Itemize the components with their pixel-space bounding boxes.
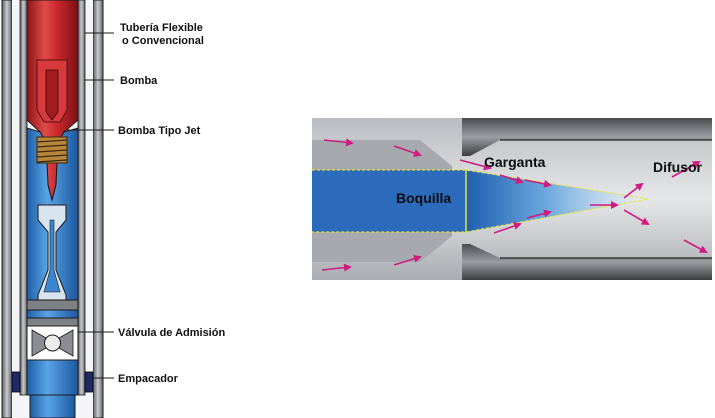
flow-arrow bbox=[526, 209, 552, 219]
well-cross-section: Tubería Flexible o Convencional Bomba Bo… bbox=[1, 0, 225, 418]
throat-wall-bottom bbox=[462, 244, 712, 280]
flow-arrow bbox=[393, 254, 422, 266]
flow-arrow bbox=[493, 222, 522, 234]
flow-arrow bbox=[323, 138, 354, 147]
label-nozzle: Boquilla bbox=[396, 190, 451, 206]
flow-arrow bbox=[321, 263, 352, 272]
flow-arrow bbox=[393, 145, 422, 157]
jet-cone-outline bbox=[312, 169, 649, 233]
flow-arrows bbox=[321, 138, 708, 272]
packer bbox=[11, 359, 94, 396]
flow-arrow bbox=[623, 209, 650, 226]
pump-core bbox=[45, 69, 59, 121]
outer-casing-right bbox=[92, 0, 104, 418]
label-diffuser: Difusor bbox=[653, 159, 703, 175]
nozzle-body bbox=[312, 170, 466, 232]
nozzle-detail: Garganta Difusor Boquilla bbox=[312, 118, 712, 280]
label-pump: Bomba bbox=[120, 75, 158, 87]
label-throat: Garganta bbox=[484, 154, 546, 170]
leader-lines bbox=[67, 32, 114, 379]
label-tubing-line2: o Convencional bbox=[122, 35, 204, 47]
inner-tubing-wall-left bbox=[19, 0, 28, 396]
flow-arrow bbox=[623, 182, 644, 199]
housing-ring-lower bbox=[26, 317, 79, 327]
valve-ball bbox=[44, 334, 61, 352]
flow-arrow bbox=[671, 161, 701, 178]
outer-casing-left bbox=[1, 0, 13, 418]
tail-pipe bbox=[29, 394, 76, 418]
inner-tubing-wall-right bbox=[77, 0, 86, 396]
nozzle-spring bbox=[36, 136, 68, 164]
jet-cone bbox=[466, 170, 648, 232]
throat-wall-top bbox=[462, 118, 712, 156]
flow-arrow bbox=[459, 159, 492, 171]
flow-arrow bbox=[524, 179, 552, 188]
housing-ring-upper bbox=[26, 299, 79, 311]
nozzle-housing-bottom bbox=[312, 232, 452, 262]
flow-arrow bbox=[683, 239, 708, 253]
throat-channel bbox=[43, 219, 61, 293]
label-jet-pump: Bomba Tipo Jet bbox=[118, 125, 201, 137]
flow-arrow bbox=[499, 174, 524, 184]
intake-valve bbox=[26, 325, 79, 361]
label-packer: Empacador bbox=[118, 373, 179, 385]
nozzle-housing-top bbox=[312, 140, 452, 170]
label-intake-valve: Válvula de Admisión bbox=[118, 327, 225, 339]
label-tubing-line1: Tubería Flexible bbox=[120, 22, 203, 34]
